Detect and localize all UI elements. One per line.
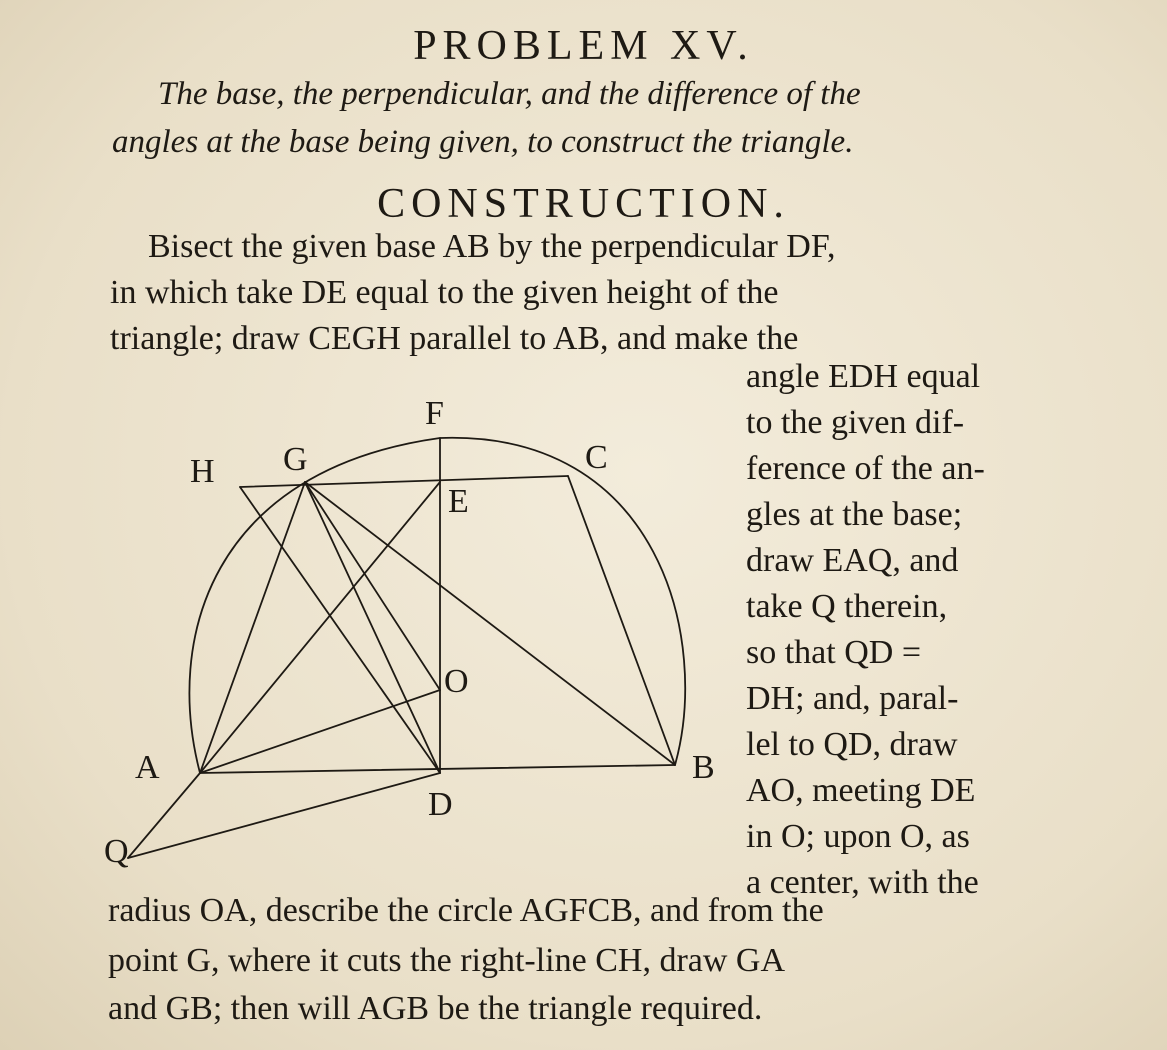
body-line: point G, where it cuts the right-line CH…	[108, 942, 786, 979]
line-ao	[199, 689, 441, 774]
line-gb	[304, 481, 676, 766]
body-line: AO, meeting DE	[746, 772, 976, 809]
line-go	[304, 481, 441, 691]
body-line: draw EAQ, and	[746, 542, 959, 579]
line-ga	[199, 481, 306, 774]
construction-heading: CONSTRUCTION.	[377, 181, 790, 227]
label-c: C	[585, 439, 608, 476]
body-line: to the given dif-	[746, 404, 965, 441]
line-ae	[199, 481, 441, 774]
body-line: in O; upon O, as	[746, 818, 970, 855]
label-f: F	[425, 395, 444, 432]
line-qd	[127, 772, 441, 859]
label-o: O	[444, 663, 469, 700]
problem-title: PROBLEM XV.	[413, 23, 754, 69]
body-line: so that QD =	[746, 634, 921, 671]
body-line: in which take DE equal to the given heig…	[110, 274, 779, 311]
body-line: gles at the base;	[746, 496, 963, 533]
label-d: D	[428, 786, 453, 823]
line-dh	[239, 486, 441, 774]
label-q: Q	[104, 833, 129, 870]
line-parallel-cegh	[239, 475, 569, 488]
body-line: take Q therein,	[746, 588, 948, 625]
line-cb	[567, 475, 676, 766]
line-gd	[304, 481, 441, 774]
body-line: ference of the an-	[746, 450, 985, 487]
body-line: DH; and, paral-	[746, 680, 959, 717]
line-eq	[127, 772, 201, 859]
body-line: and GB; then will AGB be the triangle re…	[108, 990, 763, 1027]
body-line: triangle; draw CEGH parallel to AB, and …	[110, 320, 799, 357]
body-line: radius OA, describe the circle AGFCB, an…	[108, 892, 824, 929]
body-line: angle EDH equal	[746, 358, 981, 395]
circle-arc-agfcb	[188, 437, 686, 774]
label-b: B	[692, 749, 715, 786]
label-a: A	[135, 749, 160, 786]
body-line: a center, with the	[746, 864, 979, 901]
enunciation-line-2: angles at the base being given, to const…	[112, 124, 854, 160]
body-line: lel to QD, draw	[746, 726, 958, 763]
label-h: H	[190, 453, 215, 490]
enunciation-line-1: The base, the perpendicular, and the dif…	[158, 76, 861, 112]
body-line: Bisect the given base AB by the perpendi…	[148, 228, 836, 265]
label-g: G	[283, 441, 308, 478]
label-e: E	[448, 483, 469, 520]
